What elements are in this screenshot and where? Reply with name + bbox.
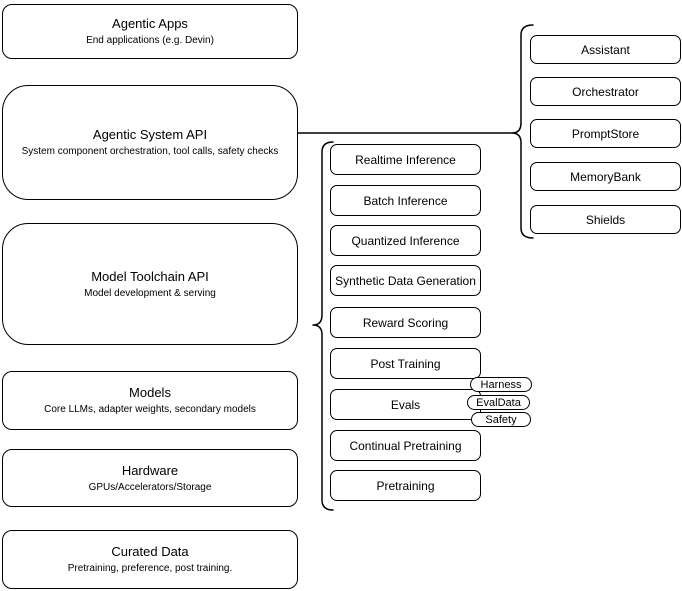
agentic-system-api-subtitle: System component orchestration, tool cal… — [21, 146, 279, 157]
hardware-subtitle: GPUs/Accelerators/Storage — [88, 481, 212, 493]
toolchain-box-continual-pretraining: Continual Pretraining — [330, 430, 481, 461]
toolchain-box-reward-scoring: Reward Scoring — [330, 307, 481, 338]
left-box-hardware: Hardware GPUs/Accelerators/Storage — [2, 449, 298, 507]
system-box-promptstore: PromptStore — [530, 119, 681, 148]
toolchain-box-batch-inference: Batch Inference — [330, 185, 481, 216]
system-box-orchestrator: Orchestrator — [530, 77, 681, 106]
hardware-title: Hardware — [121, 462, 179, 478]
models-subtitle: Core LLMs, adapter weights, secondary mo… — [44, 404, 256, 415]
evals-tag-evaldata: EvalData — [467, 395, 530, 410]
models-title: Models — [129, 385, 171, 400]
toolchain-box-evals: Evals — [330, 389, 481, 420]
evals-tag-harness: Harness — [470, 377, 532, 392]
agentic-system-api-title: Agentic System API — [92, 127, 208, 142]
left-box-curated-data: Curated Data Pretraining, preference, po… — [2, 530, 298, 589]
system-box-memorybank: MemoryBank — [530, 162, 681, 191]
left-box-agentic-system-api: Agentic System API System component orch… — [2, 85, 298, 200]
toolchain-brace — [312, 141, 334, 511]
agentic-apps-subtitle: End applications (e.g. Devin) — [86, 35, 214, 46]
left-box-model-toolchain-api: Model Toolchain API Model development & … — [2, 223, 298, 345]
curated-data-subtitle: Pretraining, preference, post training. — [67, 563, 233, 574]
system-brace — [511, 24, 534, 239]
toolchain-box-quantized-inference: Quantized Inference — [330, 225, 481, 256]
agentic-apps-title: Agentic Apps — [112, 16, 188, 31]
toolchain-box-synthetic-data-generation: Synthetic Data Generation — [330, 265, 481, 296]
model-toolchain-api-subtitle: Model development & serving — [84, 287, 216, 299]
model-toolchain-api-title: Model Toolchain API — [91, 268, 209, 284]
toolchain-box-pretraining: Pretraining — [330, 470, 481, 501]
left-box-models: Models Core LLMs, adapter weights, secon… — [2, 371, 298, 430]
toolchain-box-post-training: Post Training — [330, 348, 481, 379]
system-box-assistant: Assistant — [530, 35, 681, 64]
toolchain-box-realtime-inference: Realtime Inference — [330, 144, 481, 175]
system-box-shields: Shields — [530, 205, 681, 234]
evals-tag-safety: Safety — [471, 412, 531, 427]
left-box-agentic-apps: Agentic Apps End applications (e.g. Devi… — [2, 4, 298, 59]
curated-data-title: Curated Data — [111, 544, 189, 559]
